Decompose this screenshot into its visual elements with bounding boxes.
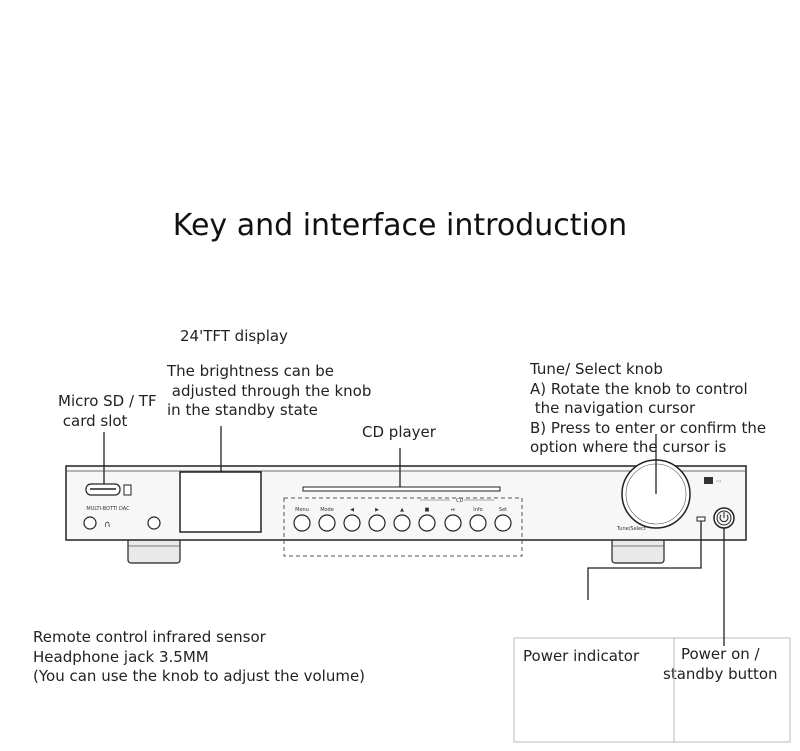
brand-logo: [704, 477, 713, 484]
headphone-jack: [147, 516, 161, 530]
set-button: [494, 514, 512, 532]
button-mark-info: Info: [473, 507, 482, 513]
power-indicator-label: Power indicator: [523, 647, 640, 665]
next-button: [368, 514, 386, 532]
button-markings: Menu Mode ◀ ▶ ▲ ■ ⏯ Info Set: [295, 507, 507, 513]
power-indicator-led: [696, 516, 706, 522]
button-mark-mode: Mode: [320, 507, 334, 513]
sd-slot-label: Micro SD / TF card slot: [58, 392, 157, 430]
headphone-icon: ∩: [104, 520, 111, 530]
power-button-label: Power on / standby button: [663, 645, 778, 683]
page-title: Key and interface introduction: [172, 208, 628, 243]
button-mark-set: Set: [499, 507, 507, 513]
left-foot: [127, 537, 181, 564]
play-pause-button: [444, 514, 462, 532]
ir-sensor: [83, 516, 97, 530]
tune-knob-label: Tune/ Select knob A) Rotate the knob to …: [530, 360, 767, 456]
right-foot: [611, 537, 665, 564]
menu-button: [293, 514, 311, 532]
power-indicator-box: [513, 637, 675, 743]
stop-button: [418, 514, 436, 532]
cd-marking: CD: [456, 498, 463, 504]
prev-button: [343, 514, 361, 532]
control-area-outline: [283, 497, 523, 557]
button-mark-next: ▶: [375, 507, 379, 513]
tft-screen: [179, 471, 262, 533]
info-button: [469, 514, 487, 532]
brightness-label: The brightness can be adjusted through t…: [167, 362, 372, 419]
button-mark-play: ⏯: [451, 507, 455, 513]
button-mark-eject: ▲: [400, 507, 404, 513]
cd-slot: [302, 486, 501, 492]
power-icon: [719, 514, 729, 523]
cd-player-label: CD player: [362, 423, 436, 441]
callout-led: [587, 521, 702, 600]
power-button-box: [673, 637, 791, 743]
button-mark-prev: ◀: [350, 507, 354, 513]
brand-marking: MULTI-BOTTI DAC: [86, 506, 130, 512]
sd-icon: [123, 484, 132, 496]
svg-text:∙∙∙: ∙∙∙: [716, 479, 722, 483]
eject-button: [393, 514, 411, 532]
bottom-left-label: Remote control infrared sensor Headphone…: [33, 628, 366, 685]
button-mark-menu: Menu: [295, 507, 309, 513]
mode-button: [318, 514, 336, 532]
knob-marking: Tune/Select: [616, 526, 646, 532]
tft-display-label: 24'TFT display: [180, 327, 288, 345]
button-mark-stop: ■: [425, 507, 430, 513]
front-buttons: [293, 514, 512, 532]
